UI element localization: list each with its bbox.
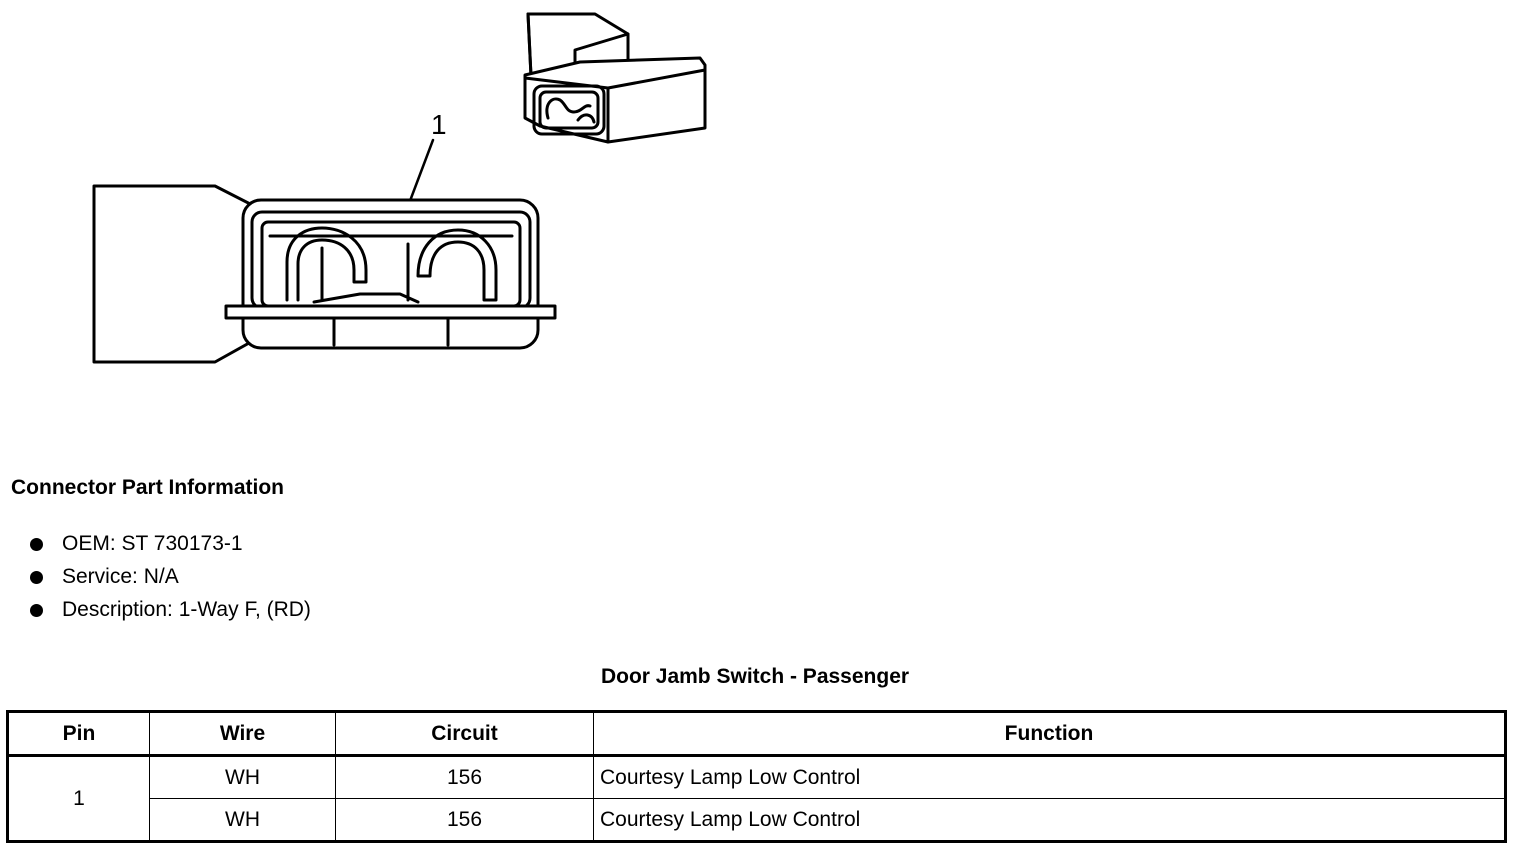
table-header-row: Pin Wire Circuit Function xyxy=(7,711,1506,757)
connector-description: Description: 1-Way F, (RD) xyxy=(62,598,311,621)
circuit-cell: 156 xyxy=(335,755,594,799)
connector-info-title: Connector Part Information xyxy=(11,476,285,499)
column-header-circuit: Circuit xyxy=(335,711,594,757)
table-title: Door Jamb Switch - Passenger xyxy=(600,665,910,688)
function-cell: Courtesy Lamp Low Control xyxy=(593,755,1506,799)
connector-illustration: 1 xyxy=(92,12,707,364)
table-row: WH 156 Courtesy Lamp Low Control xyxy=(8,798,1506,842)
list-item: Service: N/A xyxy=(28,563,311,596)
table-row: 1 WH 156 Courtesy Lamp Low Control xyxy=(7,755,1506,842)
pin-cell: 1 xyxy=(7,755,150,842)
connector-info-list: OEM: ST 730173-1 Service: N/A Descriptio… xyxy=(28,530,311,629)
bullet-icon xyxy=(30,604,43,617)
circuit-cell: 156 xyxy=(335,798,594,842)
service-part-number: Service: N/A xyxy=(62,565,179,588)
bullet-icon xyxy=(30,571,43,584)
connector-front-view xyxy=(92,184,557,364)
wire-cell: WH xyxy=(149,755,336,799)
column-header-pin: Pin xyxy=(7,711,150,757)
oem-part-number: OEM: ST 730173-1 xyxy=(62,532,243,555)
list-item: OEM: ST 730173-1 xyxy=(28,530,311,563)
callout-number: 1 xyxy=(431,109,447,140)
connector-isometric-view xyxy=(523,12,707,144)
function-cell: Courtesy Lamp Low Control xyxy=(593,798,1506,842)
column-header-function: Function xyxy=(593,711,1506,757)
bullet-icon xyxy=(30,538,43,551)
column-header-wire: Wire xyxy=(149,711,336,757)
wire-cell: WH xyxy=(149,798,336,842)
pinout-table: Pin Wire Circuit Function 1 WH 156 Court… xyxy=(6,710,1507,843)
list-item: Description: 1-Way F, (RD) xyxy=(28,596,311,629)
